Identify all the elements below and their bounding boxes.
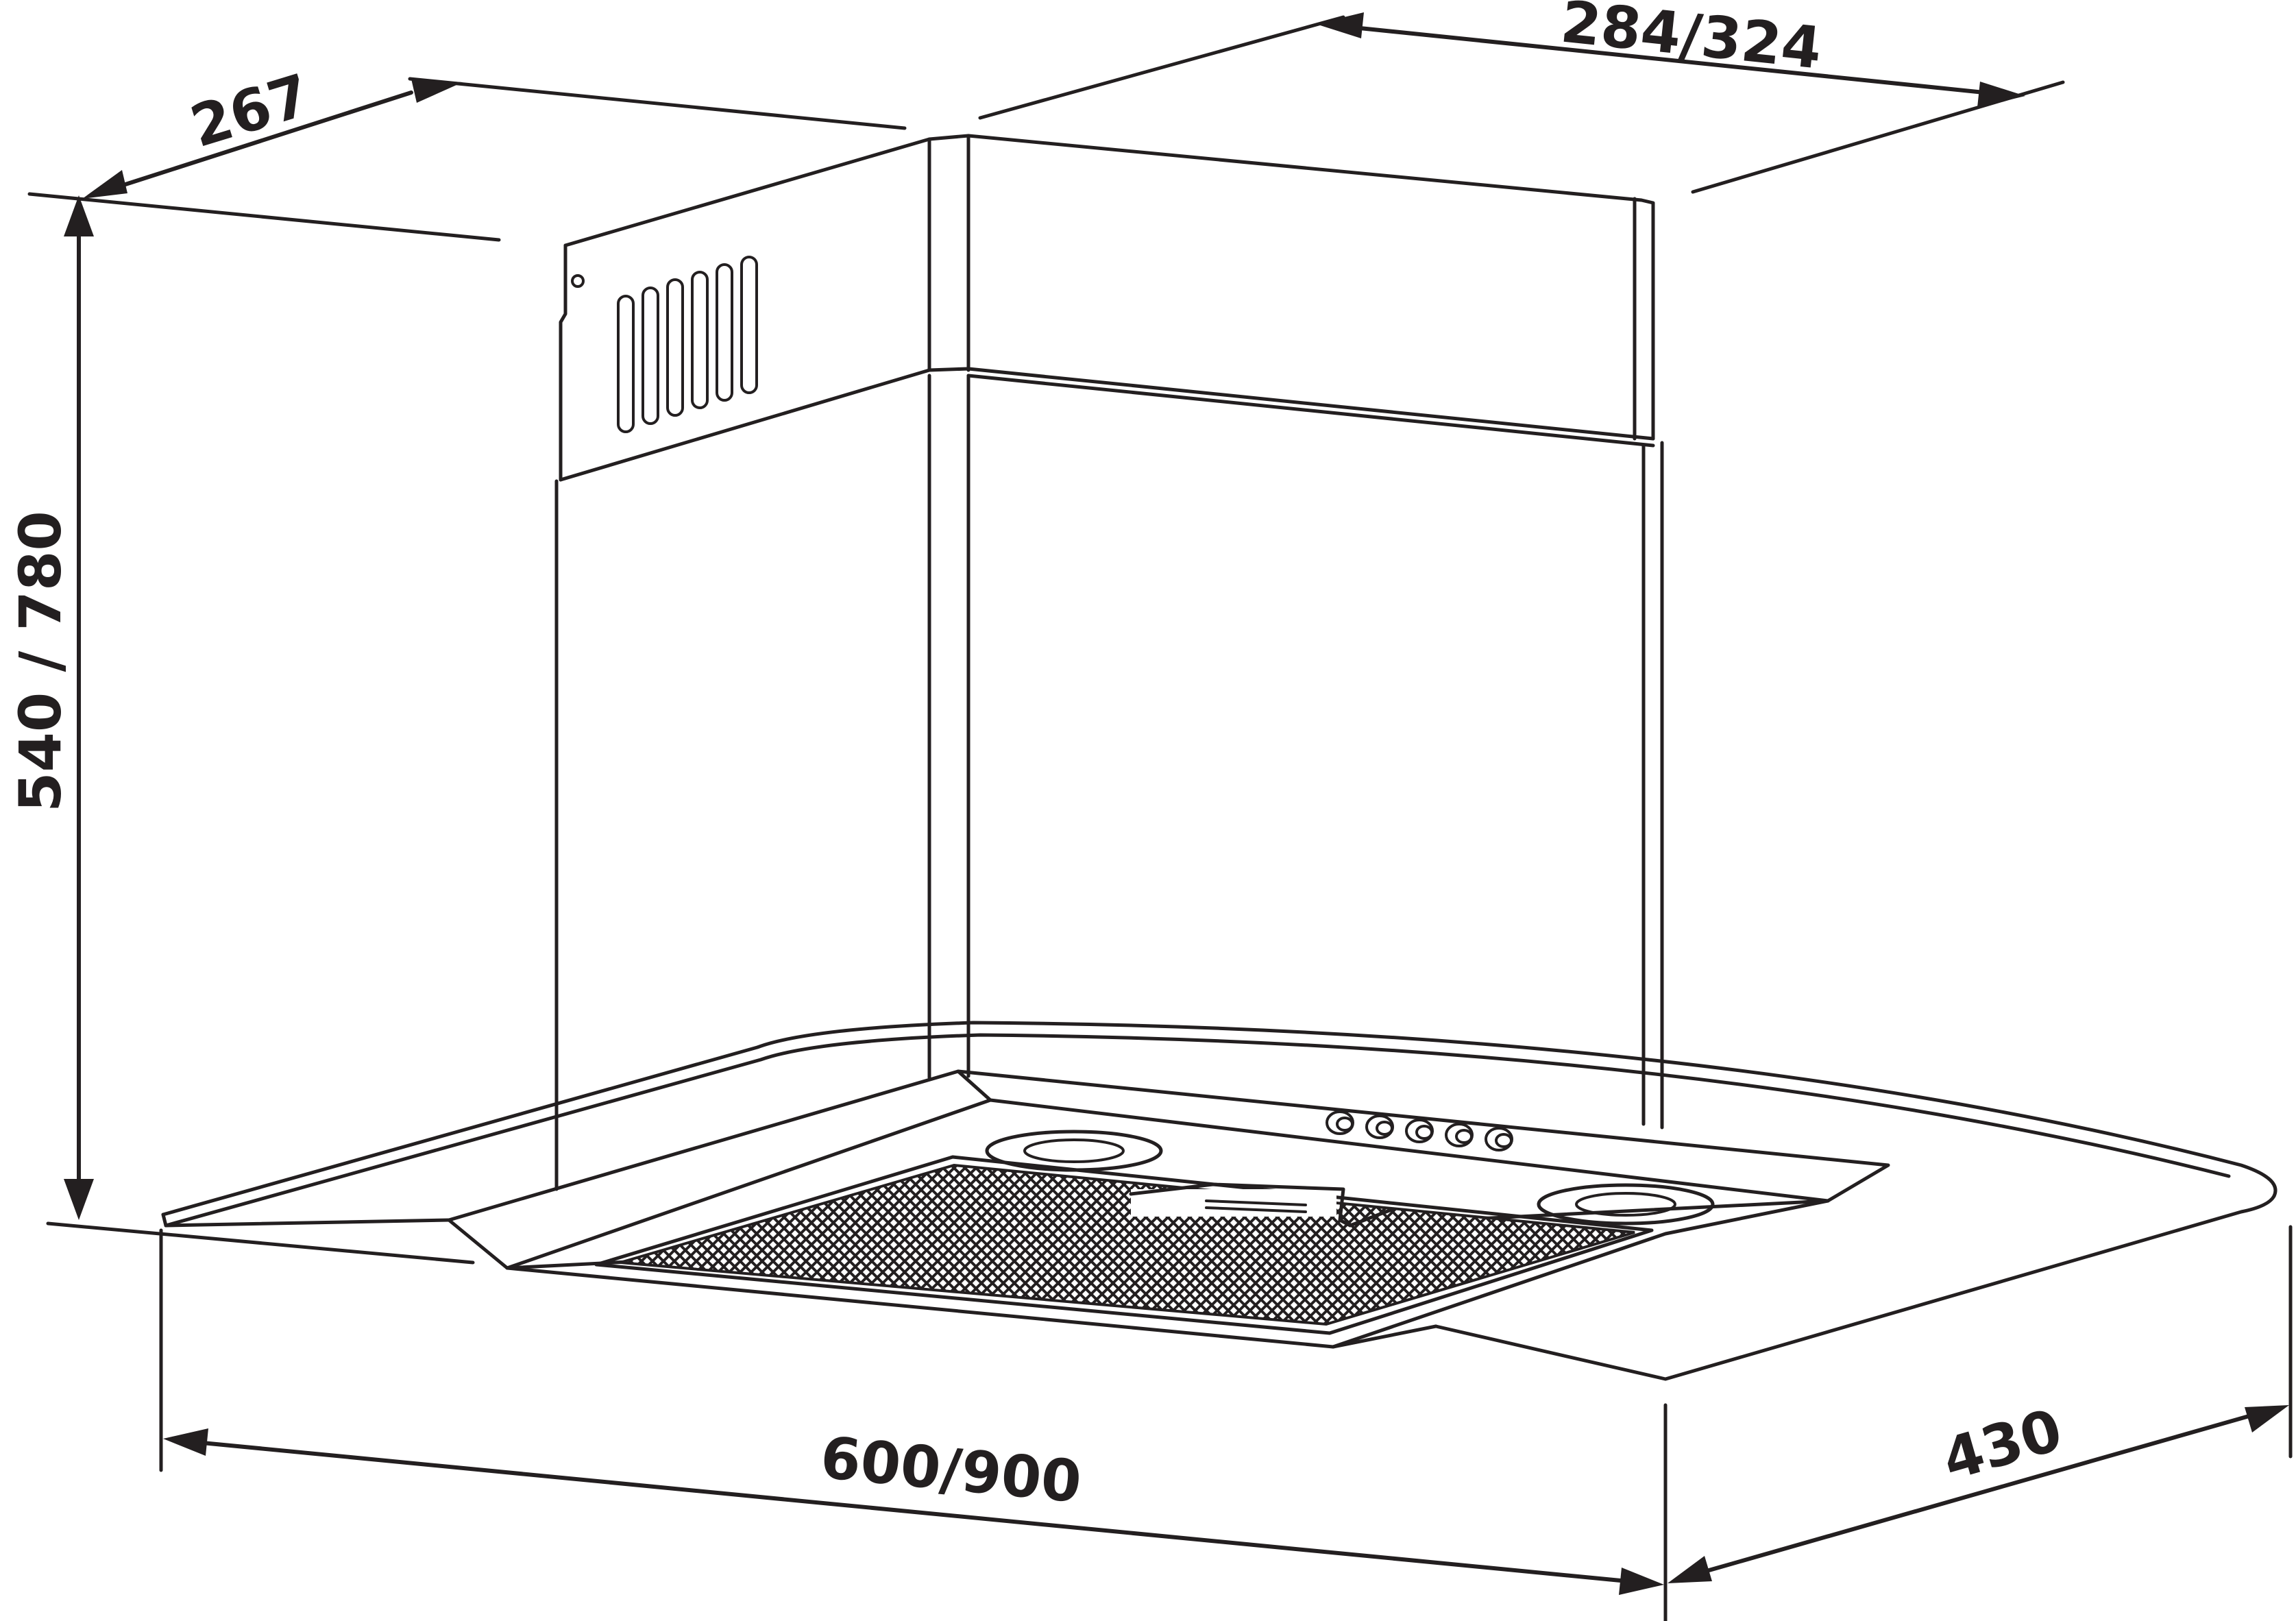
upper-chimney-left-edge bbox=[559, 243, 567, 482]
vent-slot bbox=[642, 287, 659, 425]
hood-underside bbox=[1331, 1324, 1438, 1349]
control-button bbox=[1405, 1119, 1434, 1143]
chimney-joint bbox=[559, 367, 1655, 482]
control-unit-detail bbox=[1205, 1199, 1307, 1213]
lamp-right-inner bbox=[1575, 1192, 1676, 1217]
extension-lines bbox=[27, 15, 2293, 1621]
hood-body bbox=[447, 1069, 1890, 1349]
hood-front-panel bbox=[505, 1098, 1830, 1349]
glass-canopy-inner-edge bbox=[164, 1033, 2231, 1228]
dim-label-284-324: 284/324 bbox=[1558, 0, 1825, 82]
dimension-430: 430 bbox=[1668, 1396, 2289, 1583]
dimension-284-324: 284/324 bbox=[1316, 0, 2025, 108]
control-button bbox=[1326, 1110, 1354, 1135]
control-button bbox=[1445, 1123, 1474, 1147]
dim-label-430: 430 bbox=[1935, 1396, 2070, 1494]
hood-top-panel bbox=[447, 1069, 1890, 1270]
dim-label-540-780: 540 / 780 bbox=[7, 511, 74, 812]
vent-slot bbox=[716, 263, 733, 402]
upper-chimney-outline bbox=[563, 134, 1655, 441]
lamp-right-outer bbox=[1537, 1183, 1715, 1226]
lower-chimney-back-edge bbox=[1641, 441, 1664, 1130]
lamp-right bbox=[1537, 1183, 1715, 1226]
vent-slot bbox=[740, 256, 758, 394]
lamp-left-outer bbox=[985, 1130, 1163, 1172]
control-unit bbox=[1129, 1182, 1393, 1228]
dimension-267: 267 bbox=[82, 61, 463, 199]
control-button bbox=[1365, 1114, 1394, 1139]
vent-slot bbox=[617, 295, 635, 433]
grease-filter-mesh bbox=[620, 1163, 1635, 1326]
glass-canopy-left-tip bbox=[161, 1212, 168, 1228]
control-button bbox=[1485, 1127, 1513, 1151]
dimension-540-780: 540 / 780 bbox=[7, 195, 94, 1220]
dim-label-600-900: 600/900 bbox=[818, 1424, 1084, 1515]
control-buttons bbox=[1326, 1110, 1513, 1151]
chimney bbox=[554, 134, 1664, 1191]
upper-chimney-front-edge bbox=[927, 134, 970, 372]
filter-frame bbox=[594, 1155, 1654, 1335]
glass-canopy bbox=[161, 1021, 2277, 1381]
lamp-left-inner bbox=[1023, 1138, 1125, 1163]
mounting-screw bbox=[571, 274, 585, 288]
dim-label-267: 267 bbox=[183, 61, 317, 160]
vent-slot bbox=[666, 278, 684, 417]
glass-canopy-front-edge bbox=[164, 1194, 2276, 1381]
dimension-600-900: 600/900 bbox=[163, 1424, 1664, 1595]
vent-slots bbox=[617, 256, 758, 433]
lamp-left bbox=[985, 1130, 1163, 1172]
lower-chimney-front-edge bbox=[927, 374, 970, 1080]
vent-slot bbox=[691, 271, 709, 409]
glass-canopy-outer-edge bbox=[161, 1021, 2277, 1217]
